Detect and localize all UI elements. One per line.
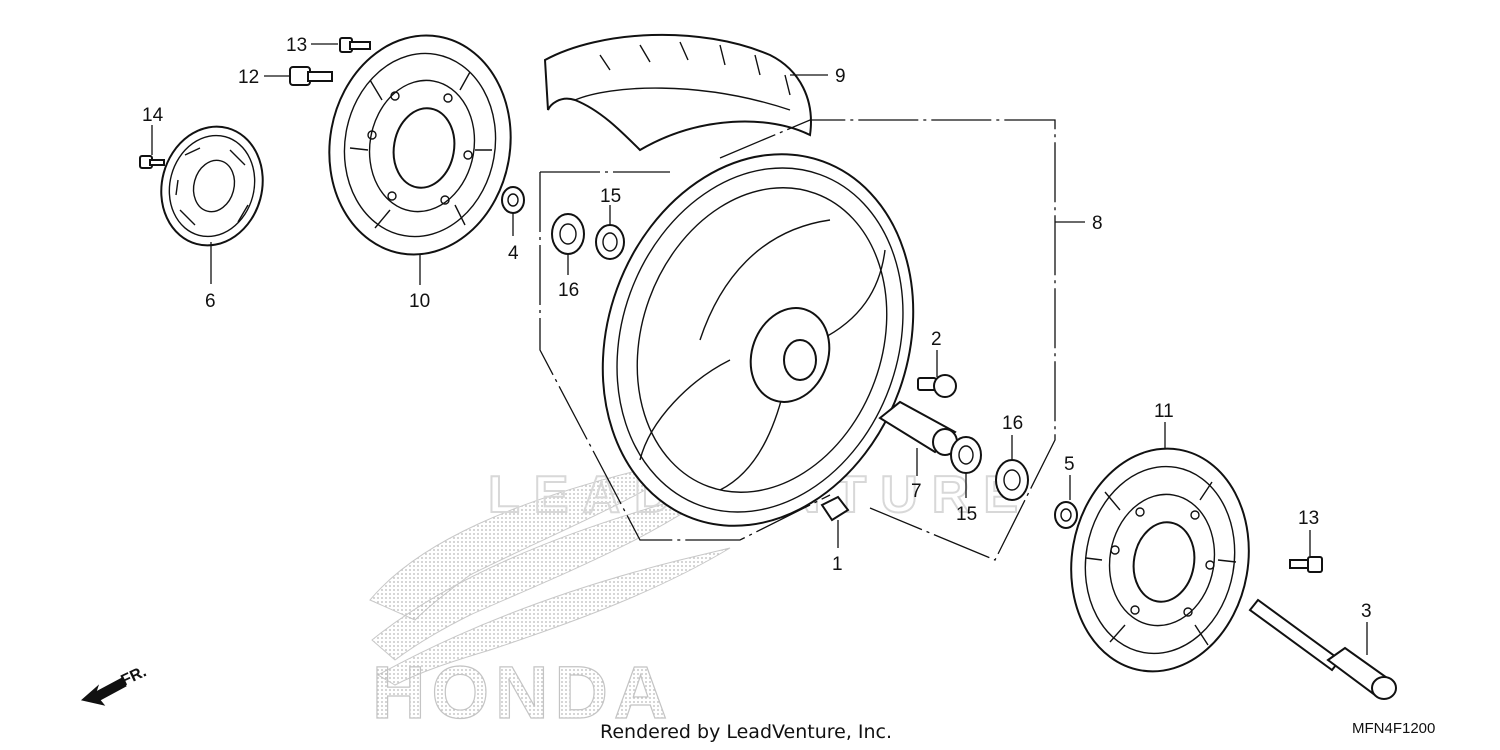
label-7: 7 — [911, 481, 922, 502]
part-7-spacer[interactable] — [878, 400, 958, 456]
part-2-valve[interactable] — [917, 374, 957, 398]
label-15: 15 — [600, 186, 621, 207]
part-8-wheel[interactable] — [552, 110, 964, 570]
part-1-weight[interactable] — [820, 495, 850, 522]
label-1: 1 — [832, 554, 843, 575]
label-6: 6 — [205, 291, 216, 312]
leader-lines — [151, 43, 1368, 655]
label-9: 9 — [835, 66, 846, 87]
part-6-pulser-ring[interactable] — [148, 115, 276, 257]
part-14-bolt[interactable] — [139, 155, 165, 169]
label-13: 13 — [286, 35, 307, 56]
part-16-bearing-left[interactable] — [551, 213, 585, 255]
label-10: 10 — [409, 291, 430, 312]
part-5-collar[interactable] — [1054, 501, 1078, 529]
part-13-bolt-top[interactable] — [339, 37, 371, 53]
part-13-bolt-right[interactable] — [1289, 556, 1323, 573]
rendered-by-caption: Rendered by LeadVenture, Inc. — [600, 721, 892, 743]
front-direction-arrow: FR. — [80, 663, 150, 706]
part-4-collar[interactable] — [501, 186, 525, 214]
label-8: 8 — [1092, 213, 1103, 234]
label-14: 14 — [142, 105, 164, 126]
part-15-bearing-right[interactable] — [950, 436, 982, 474]
label-4: 4 — [508, 243, 519, 264]
label-3: 3 — [1361, 601, 1372, 622]
label-11: 11 — [1154, 401, 1174, 422]
front-direction-label: FR. — [119, 663, 150, 689]
part-9-tire[interactable] — [543, 33, 812, 152]
part-11-brake-disc-right[interactable] — [1054, 434, 1266, 685]
label-2: 2 — [931, 329, 942, 350]
label-5: 5 — [1064, 454, 1075, 475]
part-16-bearing-right[interactable] — [995, 459, 1029, 501]
part-3-axle[interactable] — [1248, 598, 1397, 700]
part-12-bolt[interactable] — [289, 66, 333, 86]
part-15-bearing-left[interactable] — [595, 224, 625, 260]
label-16: 16 — [558, 280, 579, 301]
label-15-right: 15 — [956, 504, 977, 525]
label-13-right: 13 — [1298, 508, 1319, 529]
label-16-right: 16 — [1002, 413, 1023, 434]
assembly-8-boundary — [539, 119, 1056, 561]
diagram-code: MFN4F1200 — [1352, 720, 1435, 737]
part-10-brake-disc-left[interactable] — [312, 21, 527, 269]
honda-brand-text: HONDA — [372, 651, 673, 734]
label-12: 12 — [238, 67, 259, 88]
